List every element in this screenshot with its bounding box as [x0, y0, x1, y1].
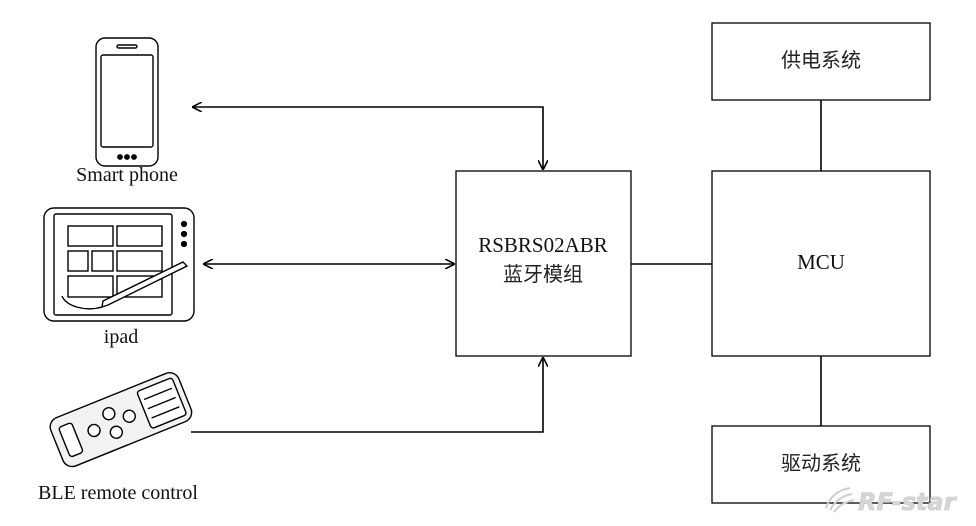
power-system-label: 供电系统	[781, 48, 861, 72]
tablet-icon	[43, 207, 195, 322]
remote-control-icon	[49, 371, 193, 468]
smartphone-label: Smart phone	[76, 164, 178, 186]
remote-ble-connector	[191, 358, 543, 433]
phone-ble-connector	[193, 107, 543, 169]
ble-module-box	[455, 170, 632, 357]
watermark-logo-icon	[825, 487, 855, 513]
drive-system-label: 驱动系统	[781, 451, 861, 475]
mcu-box	[711, 170, 931, 357]
watermark-text: RF-star	[858, 488, 958, 516]
remote-control-label: BLE remote control	[38, 482, 198, 504]
ble-module-caption: 蓝牙模组	[503, 262, 583, 286]
tablet-label: ipad	[104, 326, 138, 348]
mcu-label: MCU	[797, 250, 845, 274]
ble-module-model: RSBRS02ABR	[478, 233, 608, 257]
smartphone-icon	[95, 37, 159, 167]
rf-star-watermark: RF-star	[825, 487, 958, 516]
